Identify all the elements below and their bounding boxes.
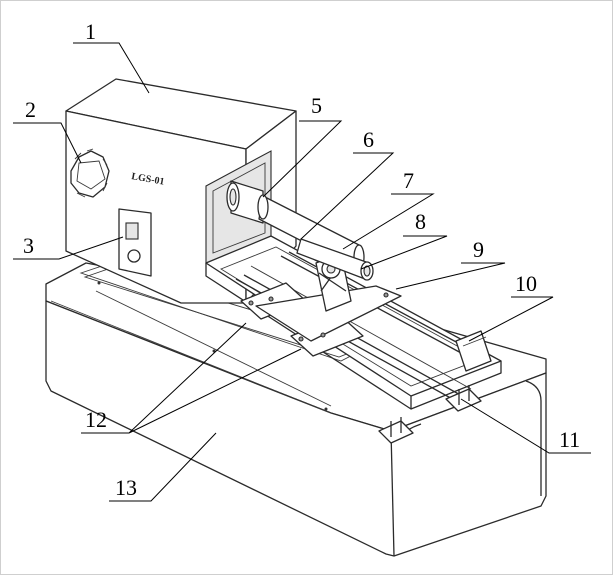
callout-2: 2 <box>25 97 36 122</box>
callout-3: 3 <box>23 233 34 258</box>
rail-end-bar <box>455 330 492 372</box>
callout-5: 5 <box>311 93 322 118</box>
callout-labels: 1 2 3 5 6 7 8 9 10 11 12 13 <box>23 19 580 500</box>
callout-1: 1 <box>85 19 96 44</box>
carriage-plate <box>240 282 402 357</box>
callout-8: 8 <box>415 209 426 234</box>
leader-lines <box>13 42 591 502</box>
workpiece-tube <box>296 238 374 281</box>
callout-11: 11 <box>559 427 580 452</box>
callout-12: 12 <box>85 407 107 432</box>
callout-9: 9 <box>473 237 484 262</box>
callout-13: 13 <box>115 475 137 500</box>
callout-6: 6 <box>363 127 374 152</box>
callout-7: 7 <box>403 168 414 193</box>
callout-10: 10 <box>515 271 537 296</box>
control-panel <box>118 208 152 277</box>
